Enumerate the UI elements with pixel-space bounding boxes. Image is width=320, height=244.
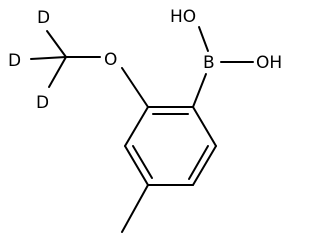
atom-labels: D D D O B HO OH bbox=[8, 7, 282, 113]
atom-label-hydroxyl-right: OH bbox=[256, 53, 282, 73]
bond-c-d-left bbox=[30, 56, 67, 60]
atom-label-d-left: D bbox=[8, 51, 21, 71]
atom-label-boron: B bbox=[203, 53, 215, 73]
ring-bond-3 bbox=[192, 145, 217, 186]
ring-bond-2 bbox=[192, 106, 217, 147]
bonds bbox=[30, 26, 254, 233]
bond-b-oh-top bbox=[198, 26, 209, 52]
bond-ring-b bbox=[192, 73, 207, 108]
atom-label-oxygen: O bbox=[104, 50, 117, 70]
bond-methyl bbox=[121, 184, 149, 233]
ring-bond-5-inner bbox=[132, 145, 153, 179]
chemical-structure-diagram: D D D O B HO OH bbox=[8, 7, 282, 233]
atom-label-d-bottom: D bbox=[36, 93, 49, 113]
ring-bond-6 bbox=[124, 106, 149, 147]
bond-c-d-top bbox=[46, 30, 67, 58]
atom-label-d-top: D bbox=[37, 8, 50, 28]
bond-c-d-bottom bbox=[48, 56, 67, 88]
ring-bond-5 bbox=[124, 145, 149, 186]
ring-bond-3-inner bbox=[188, 145, 209, 180]
atom-label-hydroxyl-top: HO bbox=[170, 7, 196, 27]
bond-o-ring bbox=[121, 67, 149, 108]
